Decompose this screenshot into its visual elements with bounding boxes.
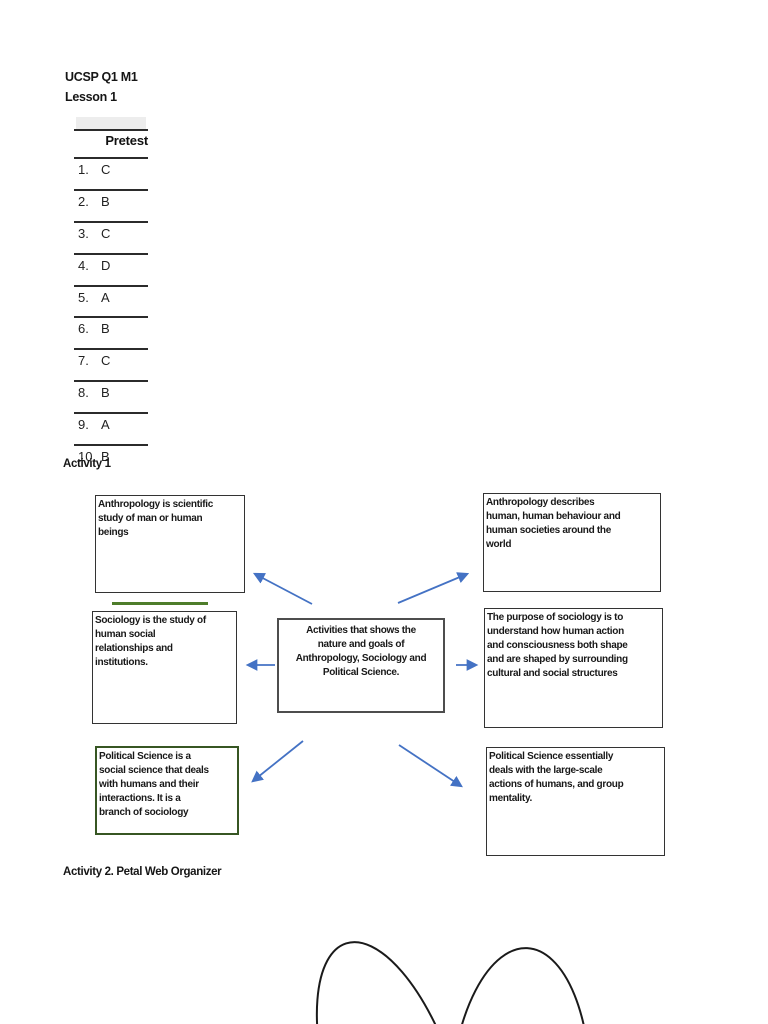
arrow-to-top-right (397, 572, 470, 604)
pretest-rows: 1.C 2.B 3.C 4.D 5.A 6.B 7.C 8.B 9.A 10.B (74, 159, 148, 476)
answer-letter: A (101, 289, 110, 305)
answer-letter: C (101, 162, 111, 177)
petal-left (315, 941, 471, 1024)
answer-number: 1. (78, 162, 89, 177)
answer-letter: D (101, 257, 111, 273)
answer-number: 7. (78, 353, 89, 369)
answer-number: 6. (78, 321, 89, 337)
green-accent-line (112, 602, 208, 605)
pretest-header: Pretest (74, 129, 148, 159)
node-box-mid-right: The purpose of sociology is to understan… (484, 608, 663, 728)
lesson-label: Lesson 1 (65, 90, 117, 104)
pretest-row: 9. A (74, 414, 148, 447)
arrow-to-top-left (252, 572, 313, 605)
answer-number: 9. (78, 417, 89, 433)
pretest-row: 3. C (74, 223, 148, 255)
pretest-row: 10.B (74, 446, 148, 476)
petal-right (448, 947, 592, 1024)
answer-letter: C (101, 225, 111, 241)
node-box-bottom-left: Political Science is a social science th… (95, 746, 239, 835)
answer-number: 5. (78, 289, 89, 305)
answer-number: 8. (78, 385, 89, 401)
pretest-table: Pretest 1.C 2.B 3.C 4.D 5.A 6.B 7.C 8.B … (74, 117, 148, 476)
activity1-label: Activity 1 (63, 458, 111, 470)
pretest-header-shade (76, 117, 146, 129)
pretest-row: 1. C (74, 159, 148, 191)
doc-title: UCSP Q1 M1 (65, 70, 138, 84)
node-box-center: Activities that shows the nature and goa… (277, 618, 445, 713)
pretest-row: 7. C (74, 350, 148, 383)
arrow-to-bottom-right (398, 744, 463, 788)
answer-number: 4. (78, 257, 89, 273)
answer-letter: C (101, 353, 111, 369)
pretest-row: 8. B (74, 382, 148, 415)
pretest-row: 2. B (74, 191, 148, 223)
answer-letter: A (101, 417, 110, 433)
answer-number: 3. (78, 225, 89, 241)
answer-letter: B (101, 385, 110, 401)
answer-letter: B (101, 193, 110, 209)
petal-web-organizer (315, 941, 592, 1024)
node-box-top-right: Anthropology describes human, human beha… (483, 493, 661, 592)
activity2-label: Activity 2. Petal Web Organizer (63, 866, 222, 878)
pretest-row: 5. A (74, 287, 148, 319)
pretest-row: 6. B (74, 318, 148, 351)
pretest-row: 4. D (74, 255, 148, 287)
answer-letter: B (101, 449, 110, 465)
node-box-bottom-right: Political Science essentially deals with… (486, 747, 665, 856)
answer-number: 10. (78, 449, 97, 465)
node-box-top-left: Anthropology is scientific study of man … (95, 495, 245, 593)
arrow-to-bottom-left (251, 740, 304, 783)
node-box-mid-left: Sociology is the study of human social r… (92, 611, 237, 724)
answer-letter: B (101, 321, 110, 337)
answer-number: 2. (78, 193, 89, 209)
